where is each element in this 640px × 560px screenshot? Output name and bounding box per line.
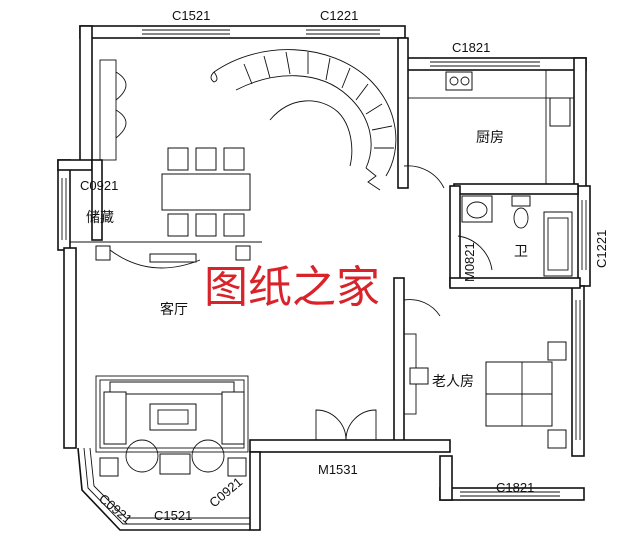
entrance-door <box>315 409 377 441</box>
spiral-staircase <box>210 49 397 191</box>
stair-treads <box>243 51 394 149</box>
windows <box>61 29 587 497</box>
bay-window <box>77 447 250 531</box>
code-door-m1531: M1531 <box>318 462 358 477</box>
storage-fixtures <box>70 59 262 269</box>
code-bath-m0821: M0821 <box>462 242 477 282</box>
dining-table <box>161 147 251 237</box>
code-bay-c0921-right: C0921 <box>206 474 245 510</box>
code-left-c0921: C0921 <box>80 178 118 193</box>
walls <box>57 25 591 531</box>
code-right-c1221: C1221 <box>594 230 609 268</box>
code-bottom-c1821: C1821 <box>496 480 534 495</box>
watermark: 图纸之家 <box>204 262 380 313</box>
living-room-label: 客厅 <box>160 301 188 318</box>
bathroom-label: 卫 <box>514 244 528 260</box>
bathroom-fixtures <box>457 195 573 277</box>
code-kitchen-c1821: C1821 <box>452 40 490 55</box>
sofa-set <box>95 375 249 477</box>
elder-room-fixtures <box>403 299 567 449</box>
code-bay-c1521: C1521 <box>154 508 192 523</box>
kitchen-label: 厨房 <box>476 130 504 146</box>
storage-label: 储藏 <box>86 210 114 226</box>
code-top-c1221: C1221 <box>320 8 358 23</box>
kitchen-fixtures <box>403 69 575 189</box>
elder-room-label: 老人房 <box>432 374 474 390</box>
code-top-c1521: C1521 <box>172 8 210 23</box>
